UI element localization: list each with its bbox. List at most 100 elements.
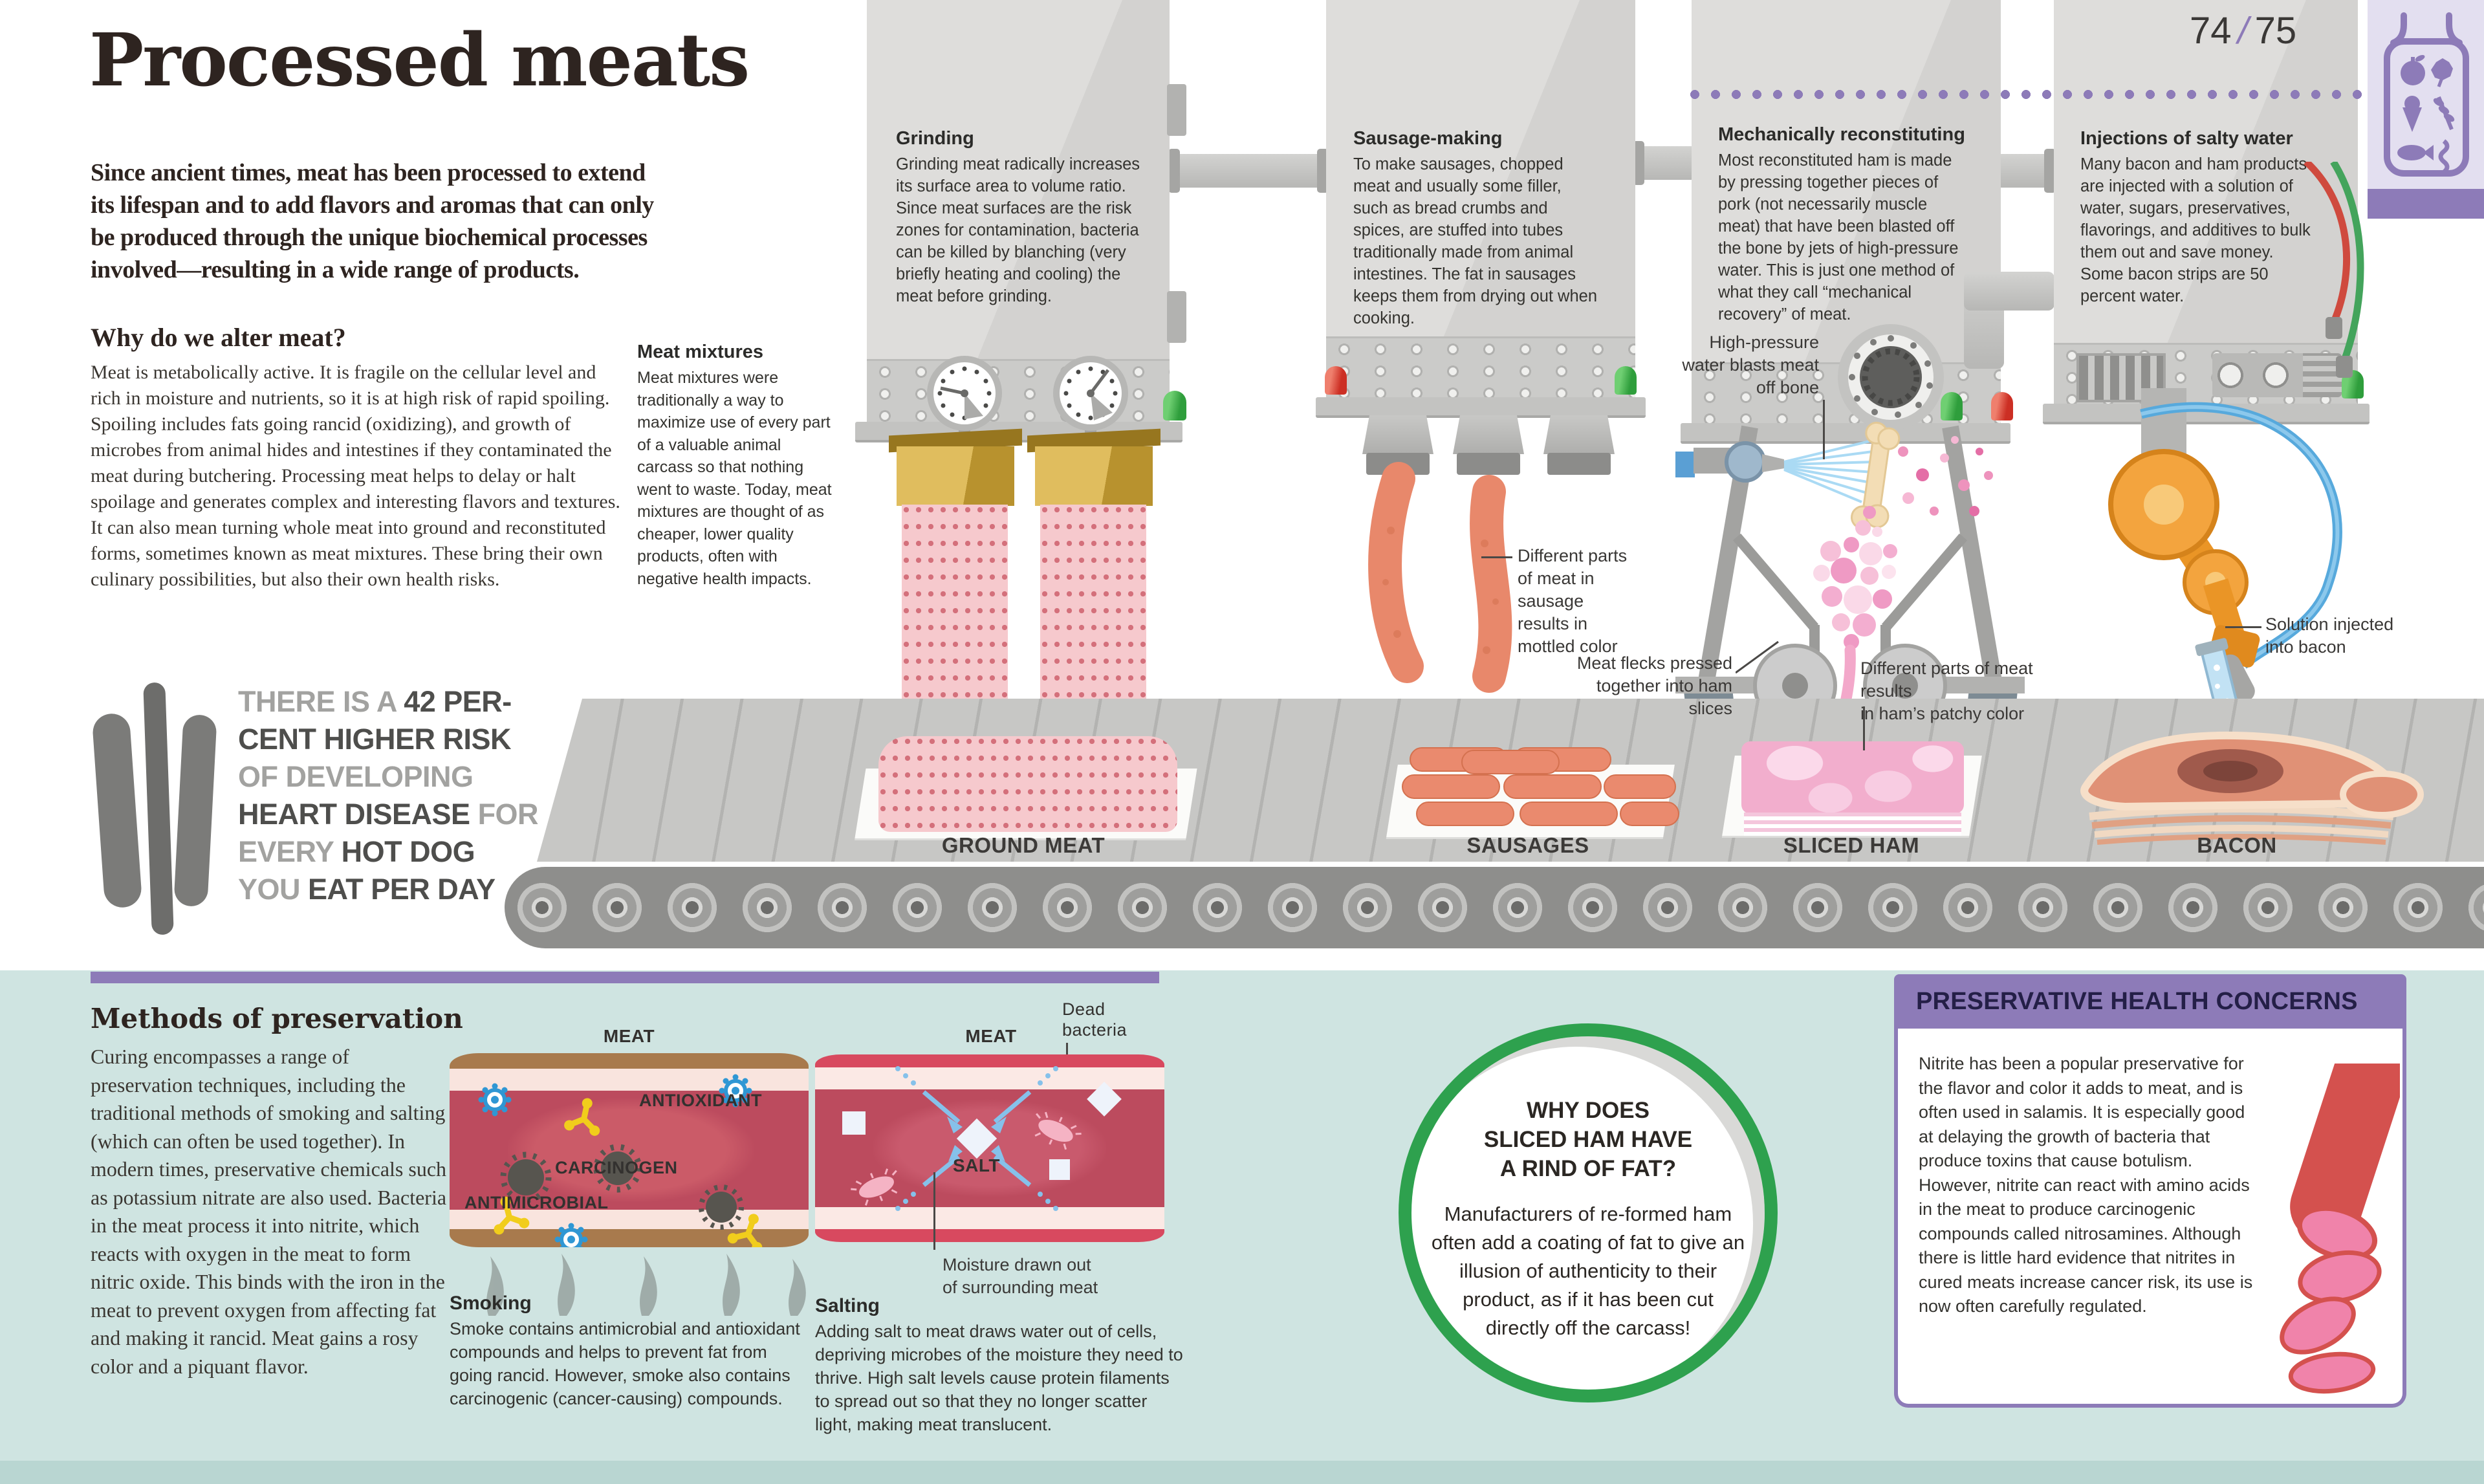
bottom-strip xyxy=(0,1461,2484,1484)
machine-stub xyxy=(1167,291,1186,343)
green-light-icon xyxy=(1941,392,1963,420)
preservative-box-text: Nitrite has been a popular preservative … xyxy=(1919,1054,2253,1316)
annotation-high-pressure: High-pressure water blasts meat off bone xyxy=(1682,333,1819,397)
conveyor-track xyxy=(505,867,2484,948)
pipe-coupling xyxy=(1168,149,1180,193)
pointer-line xyxy=(1823,400,1825,459)
reconstituting-title: Mechanically reconstituting xyxy=(1718,124,1965,145)
food-jar-icon xyxy=(2384,12,2469,177)
antioxidant-label: ANTIOXIDANT xyxy=(639,1091,762,1110)
ham-fact-heading: WHY DOES SLICED HAM HAVE A RIND OF FAT? xyxy=(1483,1098,1693,1181)
antimicrobial-label: ANTIMICROBIAL xyxy=(464,1193,609,1212)
sausage-lip xyxy=(1316,397,1646,418)
sausage-body: To make sausages, chopped meat and usual… xyxy=(1353,155,1598,327)
preservative-box-body: Nitrite has been a popular preservative … xyxy=(1894,1029,2406,1408)
salting-heading: Salting xyxy=(815,1295,880,1316)
preservative-box-header: PRESERVATIVE HEALTH CONCERNS xyxy=(1894,974,2406,1029)
intro-text: Since ancient times, meat has been proce… xyxy=(91,159,654,283)
preservation-body: Curing encompasses a range of preservati… xyxy=(91,1045,447,1378)
salting-meat-label: MEAT xyxy=(965,1026,1017,1046)
stat-segment: THERE IS A xyxy=(238,685,404,718)
red-light-icon xyxy=(1325,366,1347,395)
injection-machine xyxy=(2054,0,2358,409)
bacon-stack xyxy=(2080,731,2424,845)
product-label-ground-meat: GROUND MEAT xyxy=(941,833,1106,857)
stat-segment: FOR xyxy=(470,798,539,831)
elbow-pipe xyxy=(1964,272,2054,311)
pointer-line xyxy=(2225,626,2261,628)
hanging-sausages xyxy=(1368,462,1512,693)
pipe xyxy=(1168,154,1330,188)
salting-meat-center-glow xyxy=(873,1100,1106,1197)
pointer-line xyxy=(1481,556,1512,558)
stat-segment: HEART DISEASE xyxy=(238,798,470,831)
salt-label: SALT xyxy=(953,1155,1001,1175)
annotation-ham-patchy: Different parts of meat results in ham’s… xyxy=(1860,659,2033,723)
robot-arm-injector xyxy=(2108,388,2342,772)
salting-caption: Salting Adding salt to meat draws water … xyxy=(815,1295,1185,1436)
carcinogen-label: CARCINOGEN xyxy=(555,1158,678,1177)
green-light-icon xyxy=(1615,366,1637,395)
injection-title: Injections of salty water xyxy=(2080,128,2293,149)
smoke-wisps-icon xyxy=(486,1254,806,1316)
stat-segment: EAT PER DAY xyxy=(308,873,496,906)
pipe-coupling xyxy=(2044,149,2056,193)
grinding-machine xyxy=(867,0,1170,427)
salting-body: Adding salt to meat draws water out of c… xyxy=(815,1322,1183,1434)
annotation-sausage-mottle: Different parts of meat in sausage resul… xyxy=(1518,546,1628,656)
sausage-collar xyxy=(1547,453,1611,475)
sausage-title: Sausage-making xyxy=(1353,128,1503,149)
salting-diagram-icons xyxy=(842,1066,1122,1211)
machine-stub xyxy=(1167,84,1186,136)
stat-segment: OF DEVELOPING xyxy=(238,760,474,793)
meat-mixtures: Meat mixtures Meat mixtures were traditi… xyxy=(637,342,838,590)
grinder-nozzle xyxy=(1035,446,1153,506)
porthole-icon xyxy=(1838,324,1944,430)
smoking-meat-center-glow xyxy=(508,1098,754,1202)
grinding-text: Grinding Grinding meat radically increas… xyxy=(896,128,1142,307)
annotation-solution: Solution injected into bacon xyxy=(2265,615,2394,657)
dead-bacteria-label: Dead bacteria xyxy=(1062,999,1128,1040)
sausage-collar xyxy=(1457,453,1520,475)
smoking-heading: Smoking xyxy=(450,1293,532,1314)
meat-mixtures-body: Meat mixtures were traditionally a way t… xyxy=(637,369,832,588)
smoking-diagram-icons xyxy=(478,1074,763,1247)
page-number-right: 75 xyxy=(2254,10,2297,52)
grinding-body: Grinding meat radically increases its su… xyxy=(896,155,1140,305)
smoking-meat-label: MEAT xyxy=(603,1026,655,1046)
smoking-body: Smoke contains antimicrobial and antioxi… xyxy=(450,1319,800,1408)
injection-text: Injections of salty water Many bacon and… xyxy=(2080,128,2321,307)
preservative-box-heading: PRESERVATIVE HEALTH CONCERNS xyxy=(1916,987,2358,1015)
stat-segment: HOT DOG xyxy=(341,835,475,868)
page-title: Processed meats xyxy=(89,18,750,103)
sausage-funnel xyxy=(1543,415,1615,454)
section-divider xyxy=(91,972,1159,983)
ground-meat-pile xyxy=(878,736,1177,832)
salting-diagram xyxy=(815,1054,1164,1242)
pressure-gauge-icon xyxy=(927,356,1002,455)
product-label-sliced-ham: SLICED HAM xyxy=(1783,833,1920,857)
sausage-funnel xyxy=(1362,415,1433,454)
stat-segment: EVERY xyxy=(238,835,342,868)
injection-body: Many bacon and ham products are injected… xyxy=(2080,155,2311,305)
product-label-sausages: SAUSAGES xyxy=(1466,833,1589,857)
stat-segment: CENT HIGHER RISK xyxy=(238,723,512,756)
meat-mixtures-heading: Meat mixtures xyxy=(637,342,764,362)
preservative-box: PRESERVATIVE HEALTH CONCERNS Nitrite has… xyxy=(1894,974,2406,1408)
pointer-line xyxy=(1863,706,1865,750)
annotation-ham-flecks: Meat flecks pressed together into ham sl… xyxy=(1576,653,1732,718)
ham-fact-body: Manufacturers of re-formed ham often add… xyxy=(1431,1203,1745,1339)
stat-segment: YOU xyxy=(238,873,309,906)
why-body: Meat is metabolically active. It is frag… xyxy=(91,362,620,590)
why-heading: Why do we alter meat? xyxy=(91,323,346,352)
dotted-leader-line xyxy=(1690,89,2366,100)
hot-dog-icon xyxy=(93,682,217,935)
page-number-left: 74 xyxy=(2190,10,2232,52)
instrument-panel-icon xyxy=(2212,353,2342,397)
sausage-rivet-band xyxy=(1326,336,1635,405)
grinding-title: Grinding xyxy=(896,128,974,149)
grinder-nozzle xyxy=(897,446,1014,506)
moisture-label: Moisture drawn out of surrounding meat xyxy=(942,1255,1098,1297)
